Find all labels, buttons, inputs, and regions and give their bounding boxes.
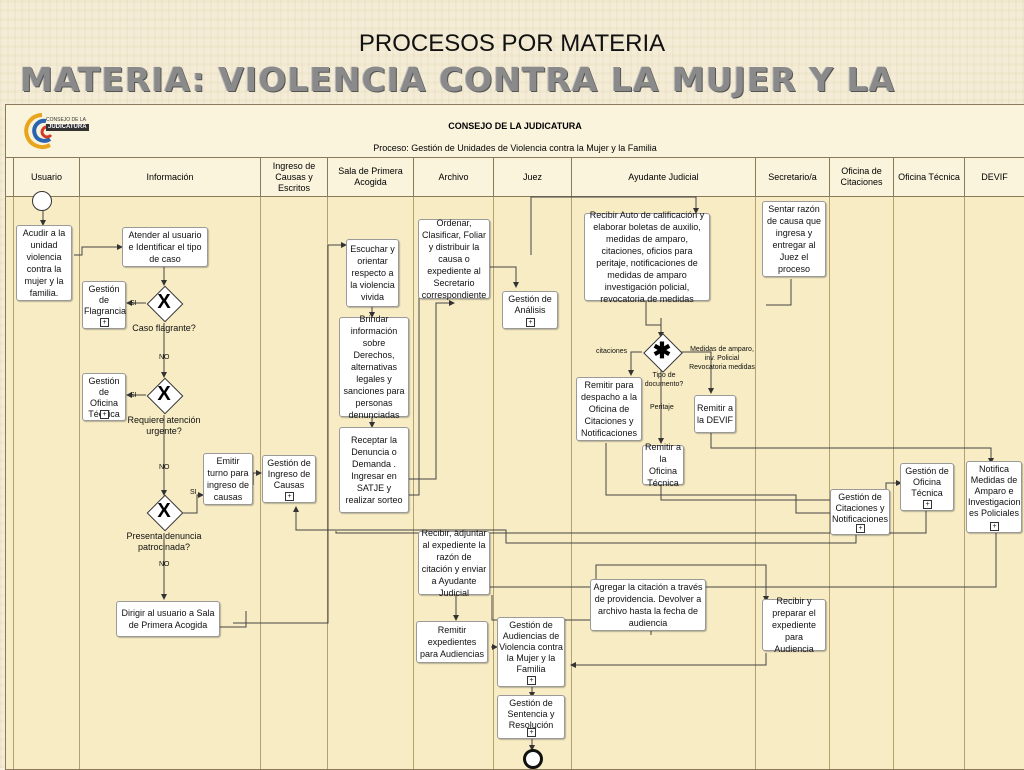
edge-label-no: NO: [159, 354, 170, 361]
exclusive-gateway-icon: X: [157, 383, 171, 405]
lane-header-archivo: Archivo: [414, 158, 494, 197]
subprocess-analisis: Gestión de Análisis +: [502, 291, 558, 329]
subprocess-audiencias-expand-icon: +: [527, 676, 536, 685]
flow-connectors: [40, 196, 997, 751]
subprocess-audiencias-label: Gestión de Audiencias de Violencia contr…: [499, 620, 563, 674]
slide-title: PROCESOS POR MATERIA: [358, 30, 666, 57]
diagram-header: CONSEJO DE LA JUDICATURA CONSEJO DE LA J…: [6, 105, 1024, 158]
subprocess-analisis-label: Gestión de Análisis: [508, 294, 552, 315]
complex-gateway-icon: ✱: [652, 338, 672, 363]
lane-header-juez: Juez: [494, 158, 572, 197]
lane-header-secretario: Secretario/a: [756, 158, 830, 197]
subprocess-ingreso-causas: Gestión de Ingreso de Causas +: [262, 455, 316, 503]
task-atender: Atender al usuario e Identificar el tipo…: [122, 227, 208, 267]
edge-label-si: SI: [130, 392, 137, 399]
subprocess-ingreso-causas-expand-icon: +: [285, 492, 294, 501]
edge-label-si: SI: [190, 489, 197, 496]
subprocess-sentencia-expand-icon: +: [527, 728, 536, 737]
start-event: [32, 191, 52, 211]
subprocess-oficina-tecnica-info-expand-icon: +: [100, 410, 109, 419]
process-name: Proceso: Gestión de Unidades de Violenci…: [373, 143, 657, 153]
subprocess-oficina-tecnica-expand-icon: +: [923, 500, 932, 509]
subprocess-ingreso-causas-label: Gestión de Ingreso de Causas: [267, 458, 311, 490]
gateway-atencion-urgente: X: [146, 377, 184, 415]
gateway-denuncia-patrocinada-label: Presenta denuncia patrocinada?: [126, 531, 202, 552]
lane-header-ingreso-causas: Ingreso de Causas y Escritos: [261, 158, 328, 197]
subprocess-devif-label: Notifica Medidas de Amparo e Investigaci…: [968, 464, 1021, 518]
end-event: [523, 749, 543, 769]
task-recibir-adjuntar: Recibir, adjuntar al expediente la razón…: [418, 528, 490, 598]
lane-header-devif: DEVIF: [965, 158, 1024, 197]
subprocess-citaciones-expand-icon: +: [856, 524, 865, 533]
task-recibir-auto: Recibir Auto de calificación y elaborar …: [584, 210, 710, 304]
task-recibir-preparar: Recibir y preparar el expediente para Au…: [762, 596, 826, 654]
lane-archivo: [414, 197, 494, 769]
subprocess-audiencias: Gestión de Audiencias de Violencia contr…: [497, 617, 565, 687]
edge-label-si: SI: [130, 300, 137, 307]
task-escuchar: Escuchar y orientar respecto a la violen…: [346, 239, 399, 307]
subprocess-devif-expand-icon: +: [990, 522, 999, 531]
gateway-tipo-documento: ✱: [643, 333, 683, 373]
subprocess-citaciones: Gestión de Citaciones y Notificaciones+: [830, 489, 890, 535]
subprocess-flagrancia-label: Gestión de Flagrancia: [84, 284, 127, 316]
lane-sala-acogida: [328, 197, 414, 769]
subprocess-analisis-expand-icon: +: [526, 318, 535, 327]
lane-ayudante: [572, 197, 756, 769]
task-ordenar: Ordenar, Clasificar, Foliar y distribuir…: [418, 218, 490, 300]
lane-secretario: [756, 197, 830, 769]
gateway-caso-flagrante-label: Caso flagrante?: [132, 323, 196, 333]
lane-usuario: [14, 197, 80, 769]
gateway-denuncia-patrocinada: X: [146, 494, 184, 532]
gateway-atencion-urgente-label: Requiere atención urgente?: [127, 415, 201, 436]
lane-header-blank: [6, 158, 14, 197]
edge-label-no: NO: [159, 561, 170, 568]
gateway-caso-flagrante: X: [146, 285, 184, 323]
lane-oficina-tecnica: [894, 197, 965, 769]
task-remitir-despacho: Remitir para despacho a la Oficina de Ci…: [576, 377, 642, 441]
gateway-tipo-documento-label: Tipo de documento?: [644, 372, 684, 388]
edge-label-medidas: Medidas de amparo, inv. Policial Revocat…: [689, 346, 755, 371]
judicatura-logo: [24, 113, 53, 149]
logo-text-2: JUDICATURA: [46, 124, 89, 131]
exclusive-gateway-icon: X: [157, 291, 171, 313]
edge-label-no: NO: [159, 464, 170, 471]
logo-text-1: CONSEJO DE LA: [46, 117, 87, 123]
task-emitir-turno: Emitir turno para ingreso de causas: [203, 453, 253, 505]
subprocess-oficina-tecnica: Gestión de Oficina Técnica +: [900, 463, 954, 511]
subprocess-flagrancia: Gestión de Flagrancia +: [82, 281, 126, 329]
edge-label-citaciones: citaciones: [596, 348, 628, 355]
lane-informacion: [80, 197, 261, 769]
task-remitir-tecnica: Remitir a la Oficina Técnica: [642, 442, 684, 488]
task-sentar-razon: Sentar razón de causa que ingresa y entr…: [762, 201, 826, 277]
task-remitir-expedientes: Remitir expedientes para Audiencias: [416, 621, 488, 663]
task-remitir-devif: Remitir a la DEVIF: [694, 395, 736, 433]
subprocess-citaciones-label: Gestión de Citaciones y Notificaciones: [832, 492, 889, 524]
organization-name: CONSEJO DE LA JUDICATURA: [448, 121, 582, 131]
lane-juez: [494, 197, 572, 769]
task-agregar-citacion: Agregar la citación a través de providen…: [590, 579, 706, 631]
subprocess-oficina-tecnica-label: Gestión de Oficina Técnica: [905, 466, 949, 498]
task-dirigir: Dirigir al usuario a Sala de Primera Aco…: [116, 601, 220, 637]
lane-header-informacion: Información: [80, 158, 261, 197]
task-receptar: Receptar la Denuncia o Demanda . Ingresa…: [339, 427, 409, 513]
process-diagram: CONSEJO DE LA JUDICATURA CONSEJO DE LA J…: [5, 104, 1024, 770]
subprocess-sentencia: Gestión de Sentencia y Resolución+: [497, 695, 565, 739]
task-brindar: Brindar información sobre Derechos, alte…: [339, 314, 409, 420]
lane-header-oficina-tecnica: Oficina Técnica: [894, 158, 965, 197]
edge-label-peritaje: Peritaje: [650, 404, 674, 411]
lane-header-citaciones: Oficina de Citaciones: [830, 158, 894, 197]
lane-header-sala-acogida: Sala de Primera Acogida: [328, 158, 414, 197]
subprocess-sentencia-label: Gestión de Sentencia y Resolución: [507, 698, 555, 730]
subprocess-devif: Notifica Medidas de Amparo e Investigaci…: [966, 461, 1022, 533]
subprocess-oficina-tecnica-info: Gestión de Oficina Técnica+: [82, 373, 126, 421]
subprocess-flagrancia-expand-icon: +: [100, 318, 109, 327]
task-acudir: Acudir a la unidad violencia contra la m…: [16, 225, 72, 301]
lane-blank: [6, 197, 14, 769]
exclusive-gateway-icon: X: [157, 500, 171, 522]
